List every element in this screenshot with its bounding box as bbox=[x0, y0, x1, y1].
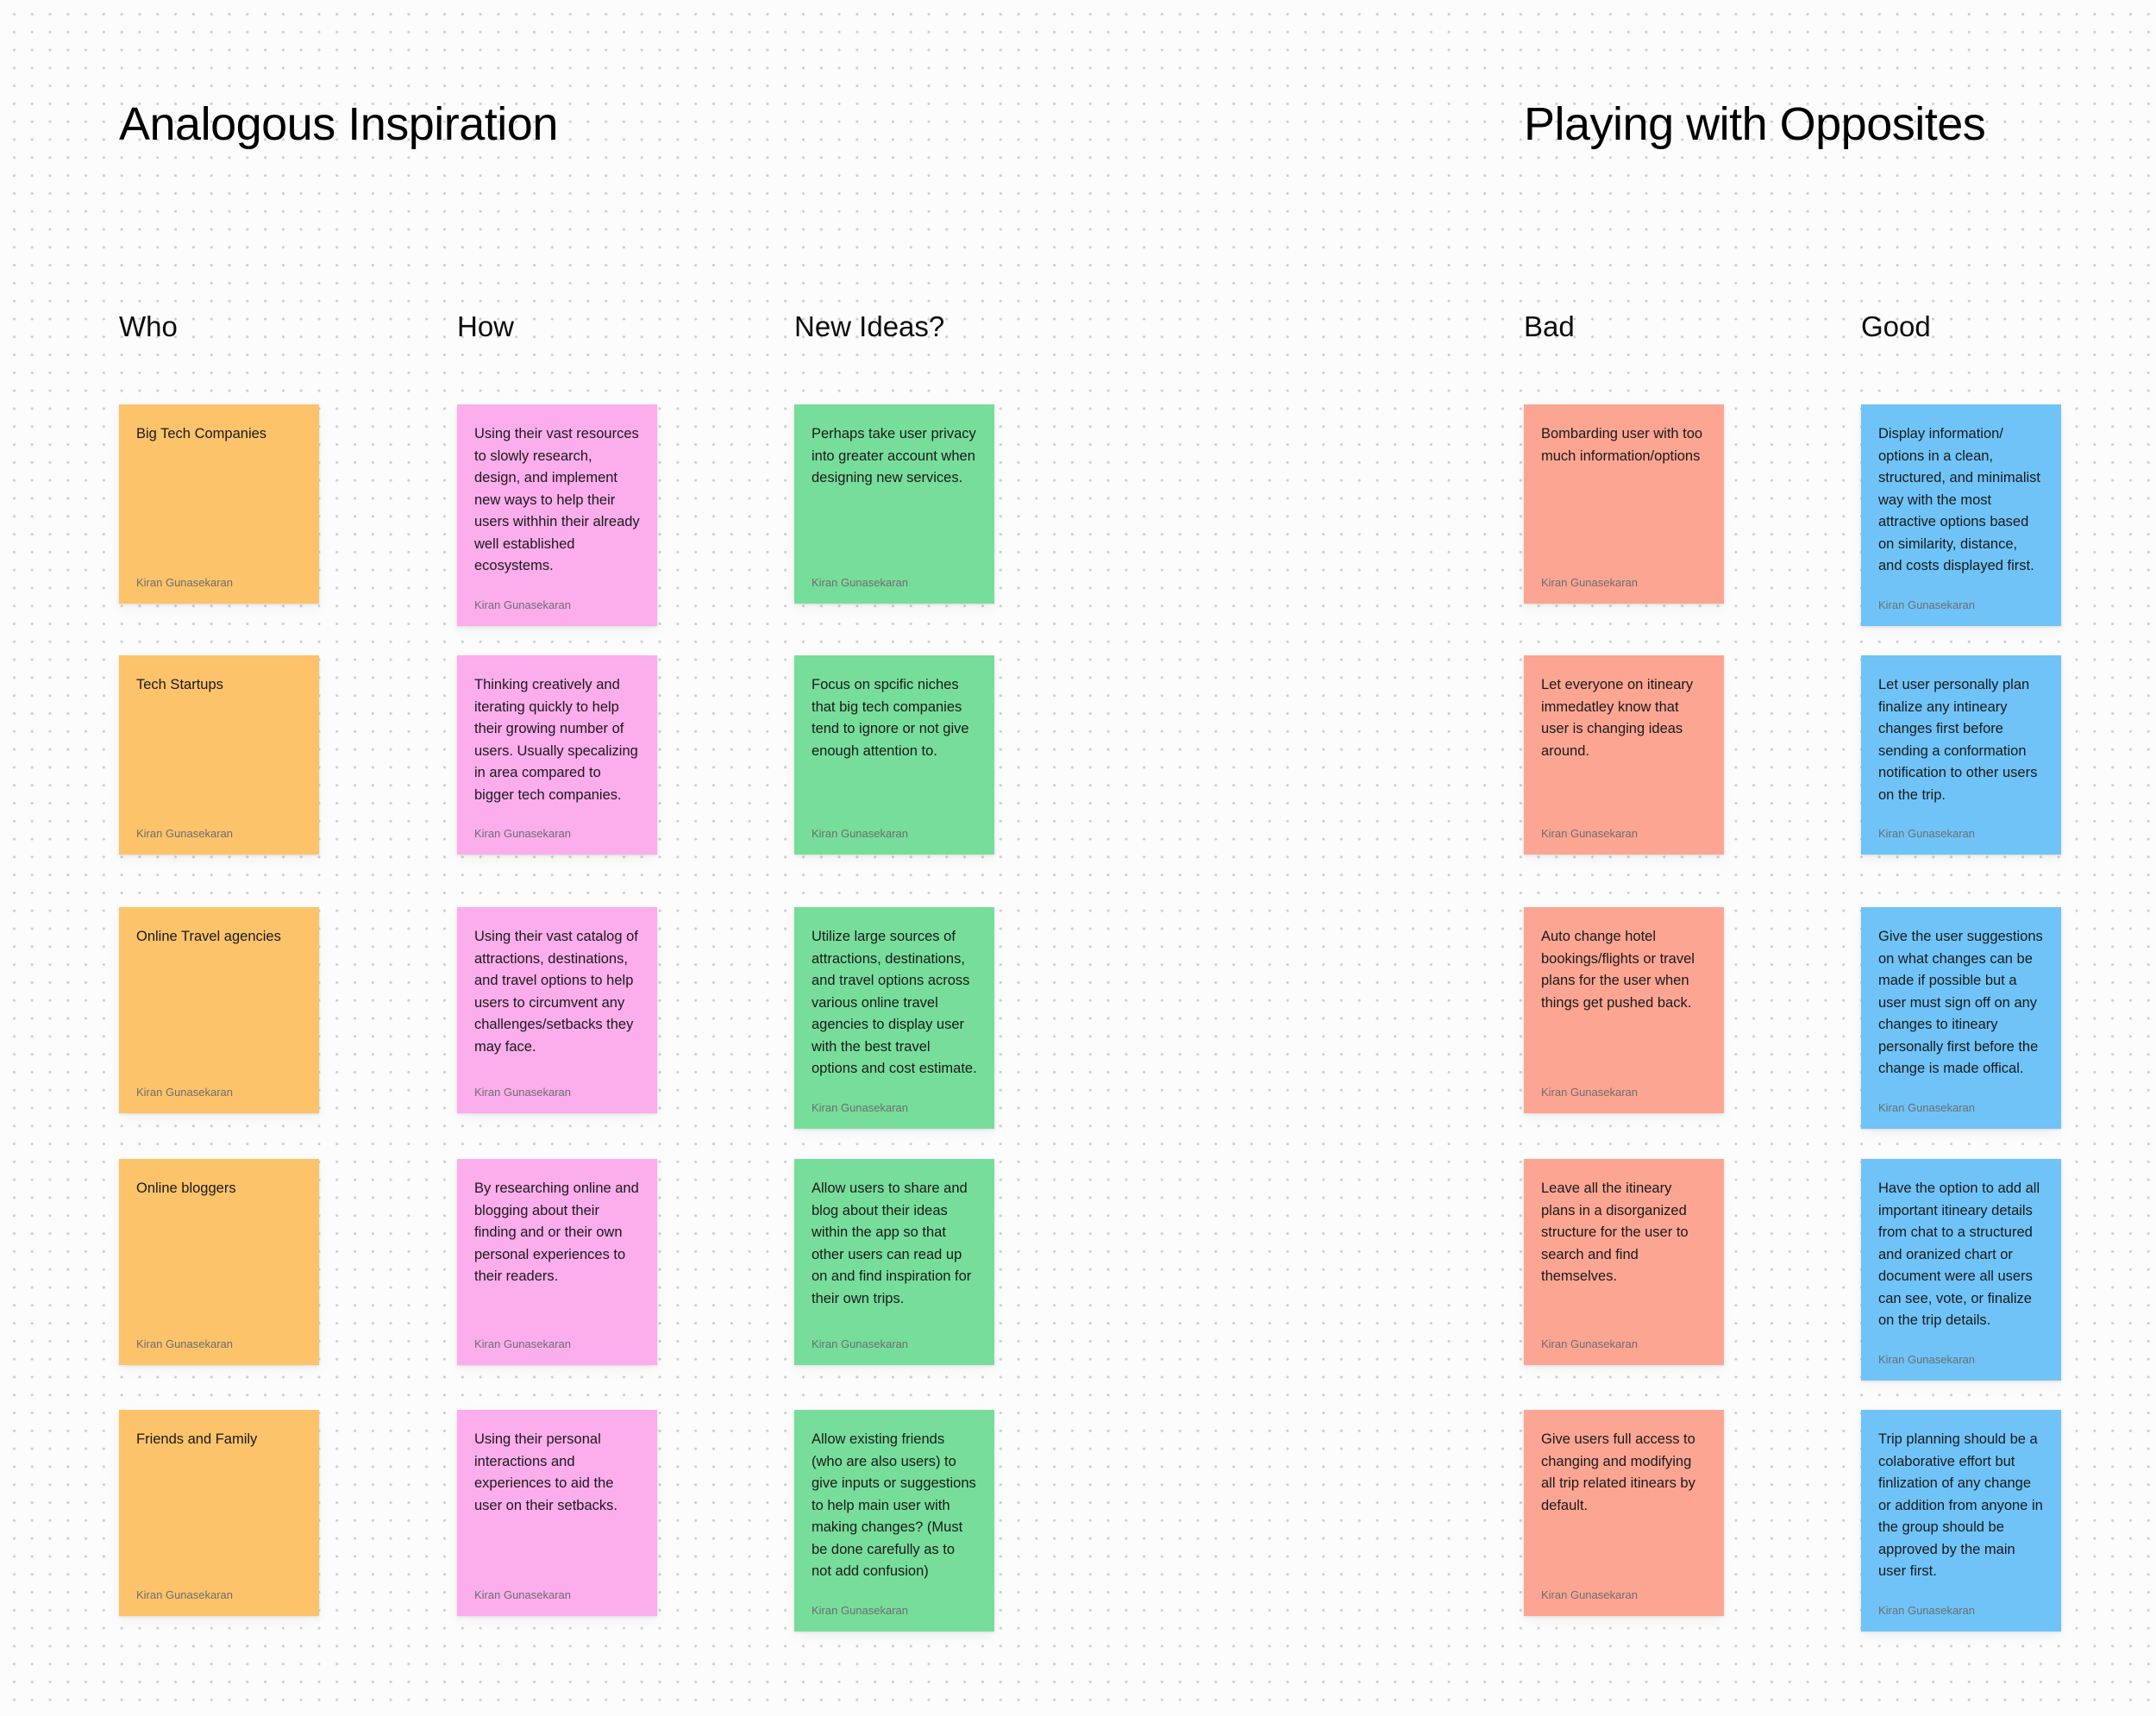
section-title-playing-with-opposites: Playing with Opposites bbox=[1524, 98, 1986, 150]
sticky-note-author: Kiran Gunasekaran bbox=[1541, 1337, 1639, 1351]
sticky-note[interactable]: Utilize large sources of attractions, de… bbox=[794, 907, 994, 1129]
sticky-note-author: Kiran Gunasekaran bbox=[1541, 576, 1639, 590]
sticky-note[interactable]: Auto change hotel bookings/flights or tr… bbox=[1524, 907, 1724, 1113]
sticky-note[interactable]: Give the user suggestions on what change… bbox=[1861, 907, 2061, 1129]
sticky-note-text[interactable]: Focus on spcific niches that big tech co… bbox=[812, 677, 969, 759]
sticky-note-author: Kiran Gunasekaran bbox=[812, 576, 909, 590]
sticky-note-author: Kiran Gunasekaran bbox=[1878, 1352, 1976, 1366]
sticky-note[interactable]: Allow users to share and blog about thei… bbox=[794, 1159, 994, 1365]
sticky-note[interactable]: Let everyone on itineary immedatley know… bbox=[1524, 655, 1724, 855]
sticky-note-text[interactable]: Allow existing friends (who are also use… bbox=[812, 1431, 976, 1580]
sticky-note[interactable]: Using their vast catalog of attractions,… bbox=[457, 907, 657, 1113]
sticky-note-text[interactable]: Online Travel agencies bbox=[136, 929, 281, 944]
sticky-note-text[interactable]: Utilize large sources of attractions, de… bbox=[812, 929, 977, 1077]
sticky-note[interactable]: By researching online and blogging about… bbox=[457, 1159, 657, 1365]
sticky-note-author: Kiran Gunasekaran bbox=[812, 1100, 909, 1114]
sticky-note[interactable]: Thinking creatively and iterating quickl… bbox=[457, 655, 657, 855]
sticky-note[interactable]: Using their personal interactions and ex… bbox=[457, 1410, 657, 1616]
sticky-note-author: Kiran Gunasekaran bbox=[1541, 1588, 1639, 1602]
sticky-note-author: Kiran Gunasekaran bbox=[136, 1086, 234, 1099]
sticky-note-text[interactable]: Using their personal interactions and ex… bbox=[474, 1431, 617, 1513]
sticky-note-text[interactable]: Let everyone on itineary immedatley know… bbox=[1541, 677, 1694, 759]
sticky-note-author: Kiran Gunasekaran bbox=[474, 1337, 572, 1351]
sticky-note-author: Kiran Gunasekaran bbox=[474, 1588, 572, 1602]
sticky-note-text[interactable]: Display information/ options in a clean,… bbox=[1878, 426, 2040, 574]
sticky-note-author: Kiran Gunasekaran bbox=[1878, 598, 1976, 611]
sticky-note-author: Kiran Gunasekaran bbox=[474, 598, 572, 611]
sticky-note-text[interactable]: Friends and Family bbox=[136, 1431, 258, 1447]
sticky-note-text[interactable]: Auto change hotel bookings/flights or tr… bbox=[1541, 929, 1695, 1011]
sticky-note[interactable]: Allow existing friends (who are also use… bbox=[794, 1410, 994, 1631]
section-title-analogous-inspiration: Analogous Inspiration bbox=[119, 98, 558, 150]
sticky-note-author: Kiran Gunasekaran bbox=[812, 827, 909, 841]
sticky-note[interactable]: Display information/ options in a clean,… bbox=[1861, 404, 2061, 626]
sticky-note-text[interactable]: Online bloggers bbox=[136, 1181, 236, 1196]
sticky-note[interactable]: Focus on spcific niches that big tech co… bbox=[794, 655, 994, 855]
sticky-note-text[interactable]: Give users full access to changing and m… bbox=[1541, 1431, 1695, 1513]
sticky-note-author: Kiran Gunasekaran bbox=[474, 1086, 572, 1099]
sticky-note-author: Kiran Gunasekaran bbox=[136, 827, 234, 841]
sticky-note-author: Kiran Gunasekaran bbox=[474, 827, 572, 841]
sticky-note-author: Kiran Gunasekaran bbox=[136, 1588, 234, 1602]
sticky-note-text[interactable]: Allow users to share and blog about thei… bbox=[812, 1181, 972, 1306]
sticky-note-author: Kiran Gunasekaran bbox=[1878, 827, 1976, 841]
sticky-note-author: Kiran Gunasekaran bbox=[1878, 1100, 1976, 1114]
sticky-note-text[interactable]: Using their vast resources to slowly res… bbox=[474, 426, 640, 574]
column-header-who: Who bbox=[119, 310, 178, 342]
sticky-note[interactable]: Using their vast resources to slowly res… bbox=[457, 404, 657, 626]
sticky-note[interactable]: Leave all the itineary plans in a disorg… bbox=[1524, 1159, 1724, 1365]
column-header-good: Good bbox=[1861, 310, 1931, 342]
column-header-bad: Bad bbox=[1524, 310, 1575, 342]
sticky-note[interactable]: Have the option to add all important iti… bbox=[1861, 1159, 2061, 1381]
sticky-note-text[interactable]: Let user personally plan finalize any in… bbox=[1878, 677, 2038, 803]
sticky-note-author: Kiran Gunasekaran bbox=[812, 1603, 909, 1617]
sticky-note[interactable]: Perhaps take user privacy into greater a… bbox=[794, 404, 994, 604]
sticky-note-author: Kiran Gunasekaran bbox=[1541, 1086, 1639, 1099]
sticky-note-text[interactable]: Bombarding user with too much informatio… bbox=[1541, 426, 1703, 464]
sticky-note-text[interactable]: Leave all the itineary plans in a disorg… bbox=[1541, 1181, 1689, 1285]
sticky-note-text[interactable]: Big Tech Companies bbox=[136, 426, 267, 442]
sticky-note-text[interactable]: Give the user suggestions on what change… bbox=[1878, 929, 2043, 1077]
sticky-note-text[interactable]: Perhaps take user privacy into greater a… bbox=[812, 426, 976, 486]
column-header-how: How bbox=[457, 310, 515, 342]
sticky-note-author: Kiran Gunasekaran bbox=[136, 576, 234, 590]
sticky-note-text[interactable]: Tech Startups bbox=[136, 677, 223, 692]
sticky-note[interactable]: Bombarding user with too much informatio… bbox=[1524, 404, 1724, 604]
sticky-note-text[interactable]: Have the option to add all important iti… bbox=[1878, 1181, 2040, 1329]
sticky-note-author: Kiran Gunasekaran bbox=[1541, 827, 1639, 841]
sticky-note-text[interactable]: Trip planning should be a colaborative e… bbox=[1878, 1431, 2043, 1580]
sticky-note-text[interactable]: Using their vast catalog of attractions,… bbox=[474, 929, 638, 1055]
sticky-note[interactable]: Give users full access to changing and m… bbox=[1524, 1410, 1724, 1616]
sticky-note-author: Kiran Gunasekaran bbox=[1878, 1603, 1976, 1617]
sticky-note-text[interactable]: Thinking creatively and iterating quickl… bbox=[474, 677, 638, 803]
sticky-note-text[interactable]: By researching online and blogging about… bbox=[474, 1181, 639, 1285]
sticky-note-author: Kiran Gunasekaran bbox=[136, 1337, 234, 1351]
column-header-new-ideas: New Ideas? bbox=[794, 310, 945, 342]
sticky-note[interactable]: Trip planning should be a colaborative e… bbox=[1861, 1410, 2061, 1631]
sticky-note-author: Kiran Gunasekaran bbox=[812, 1337, 909, 1351]
sticky-note[interactable]: Let user personally plan finalize any in… bbox=[1861, 655, 2061, 855]
